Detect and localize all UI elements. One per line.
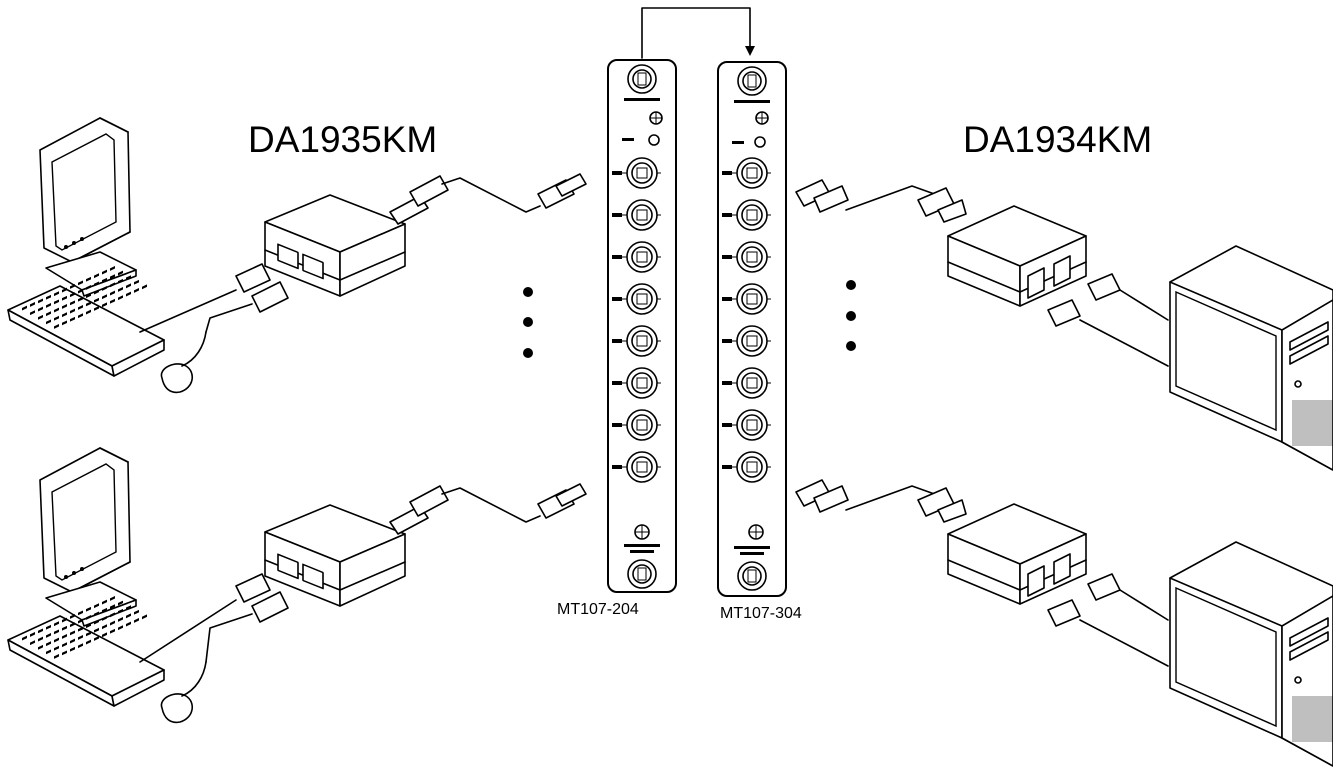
fiber-input-connector-bottom bbox=[627, 559, 657, 589]
output-bnc-port-8 bbox=[722, 451, 771, 483]
output-bnc-port-2 bbox=[722, 199, 771, 231]
right-panel-label: MT107-304 bbox=[720, 605, 802, 622]
fiber-output-connector-bottom bbox=[737, 561, 767, 591]
fiber-output-connector-top bbox=[737, 66, 767, 96]
input-bnc-port-3 bbox=[612, 241, 661, 273]
output-bnc-port-3 bbox=[722, 241, 771, 273]
left-workstation-top bbox=[7, 117, 207, 394]
left-unit-label: DA1935KM bbox=[248, 119, 437, 160]
input-bnc-port-1 bbox=[612, 157, 661, 189]
right-cables-top bbox=[795, 179, 1169, 367]
input-bnc-port-5 bbox=[612, 325, 661, 357]
left-cables-bottom bbox=[139, 483, 587, 663]
right-cables-bottom bbox=[795, 479, 1169, 667]
left-cables-top bbox=[139, 173, 587, 333]
input-bnc-port-7 bbox=[612, 409, 661, 441]
right-pc-tower-top bbox=[1169, 245, 1333, 471]
output-bnc-port-5 bbox=[722, 325, 771, 357]
output-bnc-port-7 bbox=[722, 409, 771, 441]
output-panel bbox=[717, 61, 787, 597]
input-bnc-port-6 bbox=[612, 367, 661, 399]
left-kvm-box-bottom bbox=[264, 504, 406, 607]
right-ellipsis-dots bbox=[846, 280, 856, 351]
left-kvm-box-top bbox=[264, 194, 406, 297]
left-ellipsis-dots bbox=[523, 287, 533, 358]
right-pc-tower-bottom bbox=[1169, 541, 1333, 767]
fiber-input-connector-top bbox=[627, 64, 657, 94]
output-bnc-port-6 bbox=[722, 367, 771, 399]
panel-link-cable bbox=[641, 7, 755, 59]
left-workstation-bottom bbox=[7, 447, 207, 724]
input-bnc-port-4 bbox=[612, 283, 661, 315]
right-kvm-box-bottom bbox=[947, 503, 1087, 605]
right-kvm-box-top bbox=[947, 205, 1087, 307]
output-bnc-port-4 bbox=[722, 283, 771, 315]
left-panel-label: MT107-204 bbox=[557, 601, 639, 618]
output-bnc-port-1 bbox=[722, 157, 771, 189]
input-bnc-port-8 bbox=[612, 451, 661, 483]
input-bnc-port-2 bbox=[612, 199, 661, 231]
right-unit-label: DA1934KM bbox=[963, 119, 1152, 160]
input-panel bbox=[607, 59, 677, 593]
